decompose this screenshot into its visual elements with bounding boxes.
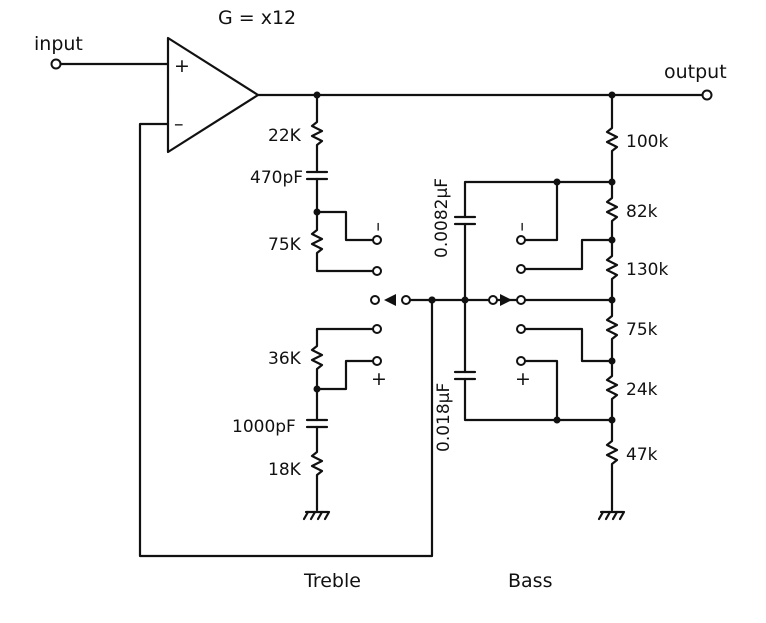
feedback-junction — [428, 296, 436, 304]
opamp-plus-label: + — [174, 55, 190, 77]
treble-r1-label: 22K — [268, 126, 302, 146]
treble-r2-label: 75K — [268, 235, 302, 255]
ladder-r6-label: 47k — [626, 445, 658, 465]
bass-label: Bass — [508, 570, 552, 592]
bass-minus-mark: – — [512, 222, 534, 232]
treble-c1-label: 470pF — [250, 168, 303, 188]
bass-c-bot-label: 0.018μF — [434, 383, 454, 452]
output-bus — [256, 89, 713, 101]
opamp-minus-label: – — [174, 113, 184, 135]
bass-plus-mark: + — [515, 368, 531, 390]
bass-switch-wiper[interactable] — [488, 294, 616, 306]
ladder-r3-label: 130k — [626, 260, 668, 280]
resistor-ladder — [597, 93, 626, 521]
input-label: input — [34, 33, 83, 55]
ladder-r4-label: 75k — [626, 320, 658, 340]
bass-c-top-label: 0.0082μF — [432, 178, 452, 258]
treble-plus-mark: + — [371, 368, 387, 390]
opamp-triangle — [166, 36, 260, 154]
treble-r4-label: 18K — [268, 460, 302, 480]
ladder-r1-label: 100k — [626, 132, 668, 152]
gain-label: G = x12 — [218, 7, 296, 29]
input-terminal — [50, 58, 170, 70]
treble-network — [302, 93, 382, 521]
feedback-wire — [138, 122, 434, 558]
treble-r3-label: 36K — [268, 349, 302, 369]
treble-minus-mark: – — [368, 222, 390, 232]
output-label: output — [664, 61, 727, 83]
ladder-r2-label: 82k — [626, 202, 658, 222]
ladder-r5-label: 24k — [626, 380, 658, 400]
treble-label: Treble — [303, 570, 361, 592]
treble-c2-label: 1000pF — [232, 417, 296, 437]
